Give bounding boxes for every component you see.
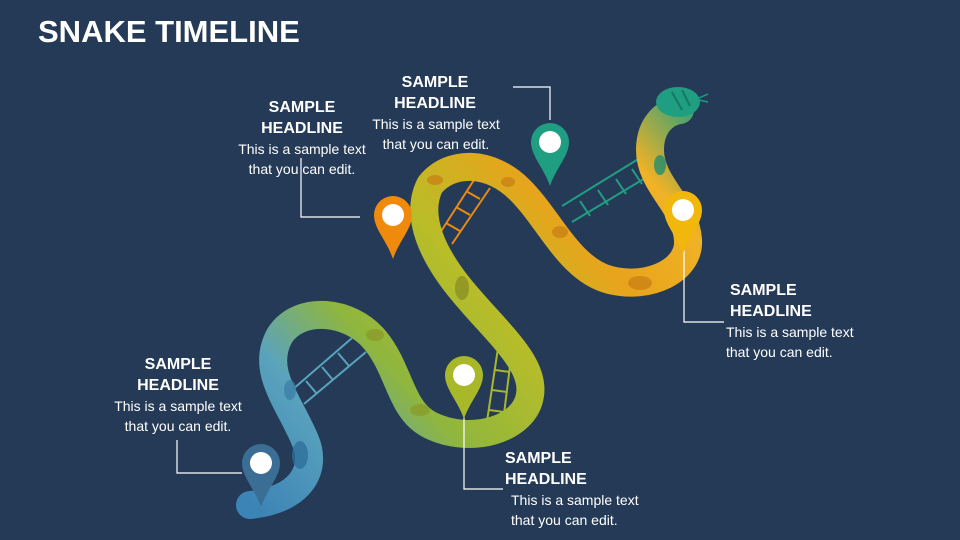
milestone-text: This is a sample text that you can edit. bbox=[511, 492, 639, 528]
location-pin-icon bbox=[374, 196, 412, 259]
milestone-text: This is a sample text that you can edit. bbox=[238, 141, 366, 177]
location-pin-icon bbox=[664, 191, 702, 254]
milestone-callout-2: SAMPLE HEADLINE This is a sample text th… bbox=[228, 97, 376, 179]
milestone-callout-5: SAMPLE HEADLINE This is a sample text th… bbox=[722, 280, 872, 362]
snake-body bbox=[236, 96, 702, 519]
milestone-callout-3: SAMPLE HEADLINE This is a sample text th… bbox=[360, 72, 510, 154]
milestone-markers bbox=[242, 123, 702, 507]
milestone-callout-1: SAMPLE HEADLINE This is a sample text th… bbox=[108, 354, 248, 436]
page-title: SNAKE TIMELINE bbox=[38, 14, 300, 49]
milestone-callout-4: SAMPLE HEADLINE This is a sample text th… bbox=[500, 448, 650, 530]
snake-spots bbox=[284, 155, 666, 469]
milestone-headline: SAMPLE HEADLINE bbox=[394, 74, 476, 112]
ladder-icon bbox=[291, 337, 367, 405]
ladder-icon bbox=[437, 179, 491, 245]
location-pin-icon bbox=[445, 356, 483, 419]
milestone-headline: SAMPLE HEADLINE bbox=[137, 356, 219, 394]
milestone-headline: SAMPLE HEADLINE bbox=[730, 282, 812, 320]
location-pin-icon bbox=[242, 444, 280, 507]
location-pin-icon bbox=[531, 123, 569, 186]
milestone-headline: SAMPLE HEADLINE bbox=[261, 99, 343, 137]
snake-head-icon bbox=[656, 87, 709, 117]
milestone-text: This is a sample text that you can edit. bbox=[726, 324, 854, 360]
milestone-text: This is a sample text that you can edit. bbox=[114, 398, 242, 434]
milestone-text: This is a sample text that you can edit. bbox=[372, 116, 500, 152]
milestone-headline: SAMPLE HEADLINE bbox=[505, 450, 587, 488]
callout-connectors bbox=[176, 86, 724, 490]
ladder-icon bbox=[561, 157, 653, 223]
